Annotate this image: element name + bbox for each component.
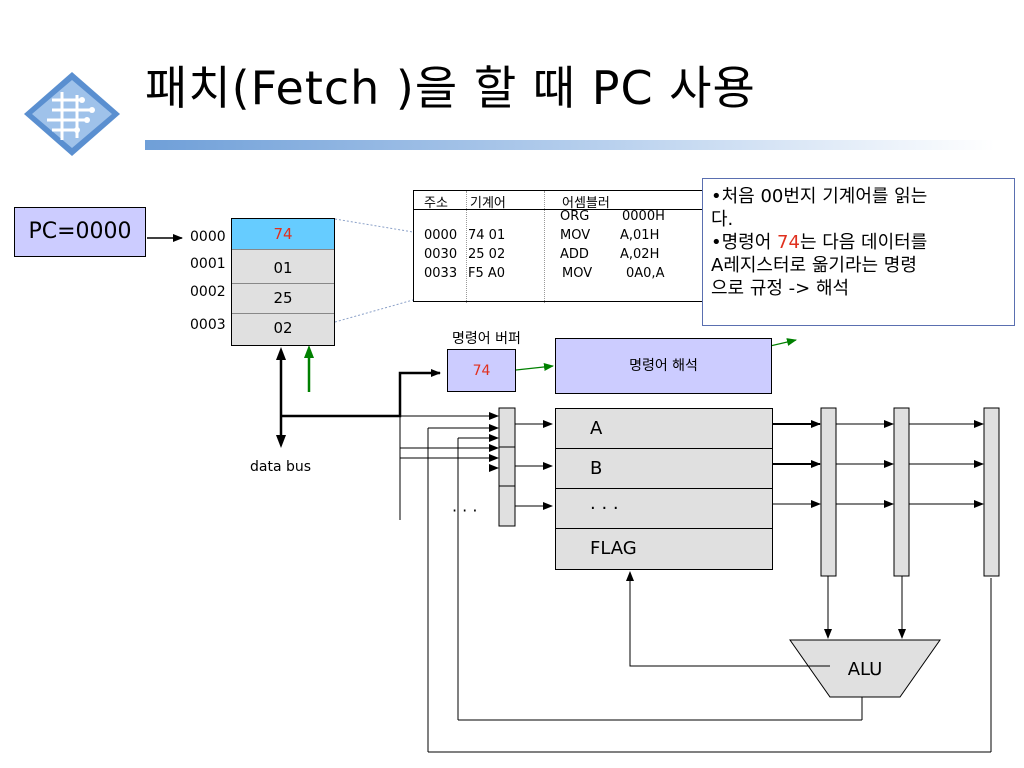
table-header: 어셈블러 [562, 196, 610, 211]
table-cell: A,01H [620, 228, 660, 243]
alu-label: ALU [847, 659, 883, 680]
table-cell: 0000 [424, 228, 458, 243]
table-cell: 0030 [424, 247, 458, 262]
instr-buffer-box: 74 [447, 349, 516, 392]
table-cell: A,02H [620, 247, 660, 262]
register-more: · · · [556, 489, 772, 529]
note-text: •명령어 [711, 232, 778, 253]
register-file: A B · · · FLAG [555, 408, 773, 570]
memory-column: 74 01 25 02 [231, 218, 335, 346]
table-cell: F5 A0 [468, 266, 506, 281]
register-a: A [556, 409, 772, 449]
register-b: B [556, 449, 772, 489]
mem-address: 0002 [190, 284, 226, 300]
register-flag: FLAG [590, 538, 637, 559]
table-header: 주소 [424, 196, 448, 211]
memory-cell: 25 [232, 283, 334, 314]
note-highlight: 74 [777, 232, 800, 253]
table-cell: 0033 [424, 266, 458, 281]
memory-cell: 74 [232, 219, 334, 250]
decode-box: 명령어 해석 [555, 338, 772, 394]
alu-shape [789, 639, 941, 698]
assembly-table: 주소 기계어 어셈블러 ORG 0000H 0000 74 01 MOV A,0… [413, 190, 704, 303]
table-cell: 74 01 [468, 228, 506, 243]
title-underline [145, 140, 995, 150]
explanation-note: •처음 00번지 기계어를 읽는 다. •명령어 74는 다음 데이터를 A레지… [702, 178, 1015, 326]
table-cell: 0A0,A [626, 266, 665, 281]
table-cell: 25 02 [468, 247, 506, 262]
ellipsis-label: · · · [452, 501, 478, 520]
page-title: 패치(Fetch )을 할 때 PC 사용 [145, 61, 756, 115]
data-bus-label: data bus [250, 459, 312, 475]
note-line: •처음 00번지 기계어를 읽는 [711, 186, 928, 207]
mem-address: 0001 [190, 256, 226, 272]
memory-cell: 02 [273, 319, 293, 337]
table-cell: MOV [560, 228, 591, 243]
note-line: •명령어 74는 다음 데이터를 [711, 231, 1006, 254]
note-line: A레지스터로 옮기라는 명령 [711, 255, 917, 276]
table-cell: MOV [562, 266, 593, 281]
circuit-logo-icon [24, 72, 120, 156]
note-text: 는 다음 데이터를 [799, 232, 928, 253]
mem-address: 0003 [190, 317, 226, 333]
table-cell: 0000H [622, 209, 665, 224]
note-line: 으로 규정 -> 해석 [711, 278, 850, 299]
table-cell: ADD [560, 247, 589, 262]
pc-register: PC=0000 [14, 207, 146, 257]
memory-cell: 01 [232, 253, 334, 284]
mem-address: 0000 [190, 229, 226, 245]
table-cell: ORG [560, 209, 590, 224]
instr-buffer-label: 명령어 버퍼 [452, 331, 521, 347]
note-line: 다. [711, 209, 734, 230]
table-header: 기계어 [470, 196, 506, 211]
